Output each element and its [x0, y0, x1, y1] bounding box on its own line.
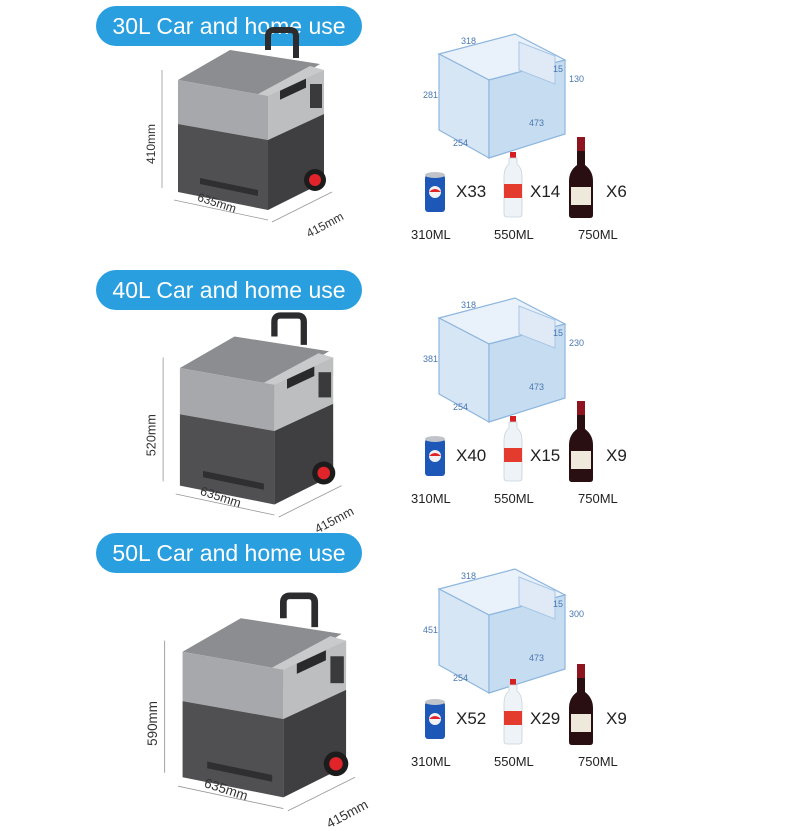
section-title: 30L Car and home use	[112, 13, 346, 39]
section-title: 50L Car and home use	[112, 540, 346, 566]
water-bottle-icon	[503, 679, 523, 745]
fridge-illustration: 520mm 635mm 415mm	[140, 312, 382, 536]
box-bottom-left: 254	[453, 402, 469, 412]
box-left-height: 451	[423, 625, 439, 635]
fridge-icon	[162, 312, 342, 518]
fridge-icon	[164, 592, 356, 812]
can-count: X40	[456, 446, 487, 465]
box-top-dimension: 318	[461, 36, 477, 46]
box-step-dimension: 15	[553, 599, 564, 609]
bottle-count: X29	[530, 709, 561, 728]
product-section-30l: 30L Car and home use	[0, 0, 800, 262]
fridge-illustration: 410mm 635mm 415mm	[140, 27, 370, 240]
height-dimension: 410mm	[144, 123, 158, 164]
wine-bottle-icon	[569, 401, 593, 482]
water-bottle-icon	[503, 416, 523, 482]
box-bottom-right: 473	[529, 382, 545, 392]
box-bottom-right: 473	[529, 118, 545, 128]
bottle-count: X14	[530, 182, 561, 201]
can-volume: 310ML	[411, 754, 451, 769]
wine-count: X6	[606, 182, 627, 201]
fridge-illustration: 590mm 635mm 415mm	[140, 592, 398, 831]
can-volume: 310ML	[411, 491, 451, 506]
box-left-height: 381	[423, 354, 439, 364]
box-step-dimension: 15	[553, 328, 564, 338]
product-section-40l: 40L Car and home use	[0, 264, 800, 536]
wine-count: X9	[606, 709, 627, 728]
interior-box-diagram: 318 15 300 451 254 473	[415, 568, 585, 699]
wine-bottle-icon	[569, 664, 593, 745]
section-title: 40L Car and home use	[112, 277, 346, 303]
can-volume: 310ML	[411, 227, 451, 242]
height-dimension: 520mm	[144, 414, 159, 457]
wine-volume: 750ML	[578, 227, 618, 242]
box-bottom-right: 473	[529, 653, 545, 663]
box-left-height: 281	[423, 90, 439, 100]
section-title-pill: 50L Car and home use	[96, 533, 362, 573]
height-dimension: 590mm	[144, 701, 161, 746]
product-section-50l: 50L Car and home use	[0, 527, 800, 831]
wine-volume: 750ML	[578, 491, 618, 506]
wine-bottle-icon	[569, 137, 593, 218]
cube-icon	[437, 297, 567, 424]
box-right-height: 130	[569, 74, 585, 84]
can-count: X33	[456, 182, 487, 201]
section-title-pill: 30L Car and home use	[96, 6, 362, 46]
box-top-dimension: 318	[461, 300, 477, 310]
box-top-dimension: 318	[461, 571, 477, 581]
cube-icon	[437, 568, 567, 695]
fridge-icon	[161, 27, 333, 223]
section-title-pill: 40L Car and home use	[96, 270, 362, 310]
bottle-volume: 550ML	[494, 227, 534, 242]
box-step-dimension: 15	[553, 64, 564, 74]
cube-icon	[437, 33, 567, 160]
box-right-height: 230	[569, 338, 585, 348]
soda-can-icon	[425, 699, 445, 739]
bottle-volume: 550ML	[494, 491, 534, 506]
wine-volume: 750ML	[578, 754, 618, 769]
interior-box-diagram: 318 15 130 281 254 473	[415, 33, 585, 164]
bottle-count: X15	[530, 446, 561, 465]
box-bottom-left: 254	[453, 673, 469, 683]
interior-box-diagram: 318 15 230 381 254 473	[415, 297, 585, 428]
soda-can-icon	[425, 436, 445, 476]
wine-count: X9	[606, 446, 627, 465]
bottle-volume: 550ML	[494, 754, 534, 769]
water-bottle-icon	[503, 152, 523, 218]
soda-can-icon	[425, 172, 445, 212]
box-bottom-left: 254	[453, 138, 469, 148]
can-count: X52	[456, 709, 487, 728]
box-right-height: 300	[569, 609, 585, 619]
